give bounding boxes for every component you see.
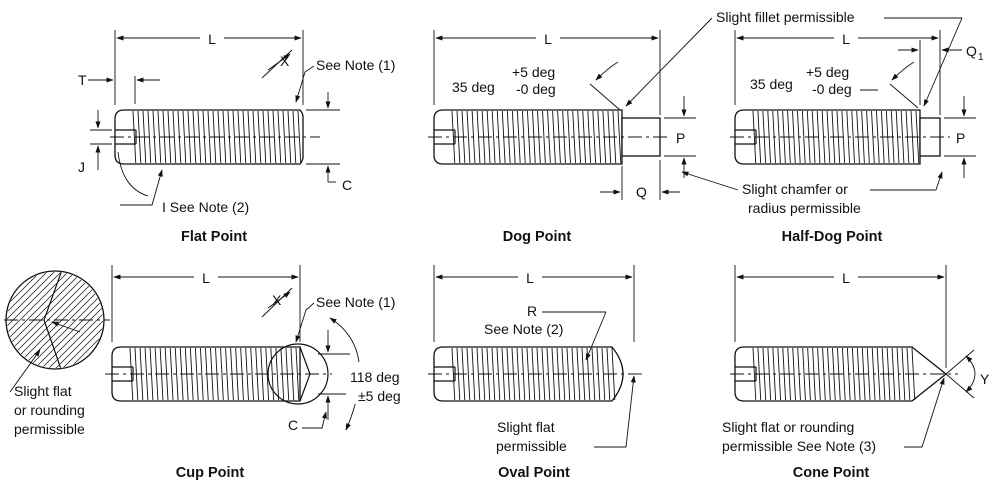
flat-point-caption: Flat Point — [181, 229, 247, 245]
cone-point-view: L Y Slight flat or rounding permissible … — [722, 265, 990, 481]
flat-see-note-2: I See Note (2) — [162, 199, 249, 215]
half-dog-point-slot — [735, 129, 757, 145]
half-dog-point-caption: Half-Dog Point — [782, 229, 883, 245]
cup-point-view: Slight flat or rounding permissible L X … — [4, 265, 412, 481]
oval-flat-note-1: Slight flat — [497, 419, 555, 435]
cone-length-label: L — [842, 270, 850, 286]
cone-flat-note-2: permissible See Note (3) — [722, 438, 876, 454]
oval-length-label: L — [526, 270, 534, 286]
dog-point-view: L 35 deg +5 deg -0 deg P Q Dog Point — [428, 28, 696, 245]
flat-see-note-1: See Note (1) — [316, 57, 395, 73]
half-dog-q1-subscript: 1 — [978, 52, 984, 63]
fillet-note: Slight fillet permissible — [716, 9, 855, 25]
flat-point-view: L T J X See Note (1) C I See Note (2) Fl… — [78, 28, 395, 245]
dog-q-label: Q — [636, 184, 647, 200]
dog-plus5: +5 deg — [512, 64, 555, 80]
cup-point-slot — [112, 366, 134, 382]
cup-flat-note-1: Slight flat — [14, 383, 72, 399]
half-dog-plus5: +5 deg — [806, 64, 849, 80]
cup-see-note-1: See Note (1) — [316, 294, 395, 310]
cup-flat-note-3: permissible — [14, 421, 85, 437]
cup-pm5-deg: ±5 deg — [358, 388, 401, 404]
chamfer-note-line2: radius permissible — [748, 200, 861, 216]
half-dog-35-deg: 35 deg — [750, 76, 793, 92]
cone-y-label: Y — [980, 371, 990, 387]
oval-r-label: R — [527, 303, 537, 319]
cone-flat-note-1: Slight flat or rounding — [722, 419, 854, 435]
chamfer-note-line1: Slight chamfer or — [742, 181, 848, 197]
cone-point-slot — [735, 366, 757, 382]
half-dog-length-label: L — [842, 31, 850, 47]
flat-point-slot — [115, 129, 137, 145]
oval-flat-note-2: permissible — [496, 438, 567, 454]
dog-35-deg: 35 deg — [452, 79, 495, 95]
flat-t-label: T — [78, 72, 87, 88]
oval-point-view: L R See Note (2) Slight flat permissible… — [428, 265, 645, 481]
shared-notes-top: Slight fillet permissible Slight chamfer… — [625, 9, 963, 216]
flat-x-label: X — [280, 53, 290, 69]
oval-see-note-2: See Note (2) — [484, 321, 563, 337]
cup-detail-hatching — [7, 272, 103, 368]
flat-length-label: L — [208, 31, 216, 47]
cup-length-label: L — [202, 270, 210, 286]
cup-flat-note-2: or rounding — [14, 402, 85, 418]
flat-j-label: J — [78, 159, 85, 175]
dog-length-label: L — [544, 31, 552, 47]
half-dog-point-view: L 35 deg +5 deg -0 deg Q 1 P Half-Dog Po… — [730, 28, 984, 245]
dog-p-label: P — [676, 130, 685, 146]
dog-minus0: -0 deg — [516, 81, 556, 97]
cone-point-caption: Cone Point — [793, 465, 870, 481]
oval-point-slot — [434, 366, 456, 382]
half-dog-q1-label: Q — [966, 43, 977, 59]
cup-118-deg: 118 deg — [350, 369, 400, 385]
cup-x-label: X — [272, 292, 282, 308]
cup-c-label: C — [288, 417, 298, 433]
half-dog-p-label: P — [956, 130, 965, 146]
cup-point-caption: Cup Point — [176, 465, 245, 481]
dog-point-slot — [434, 129, 456, 145]
half-dog-minus0: -0 deg — [812, 81, 852, 97]
flat-c-label: C — [342, 177, 352, 193]
dog-point-caption: Dog Point — [503, 229, 572, 245]
oval-point-caption: Oval Point — [498, 465, 570, 481]
